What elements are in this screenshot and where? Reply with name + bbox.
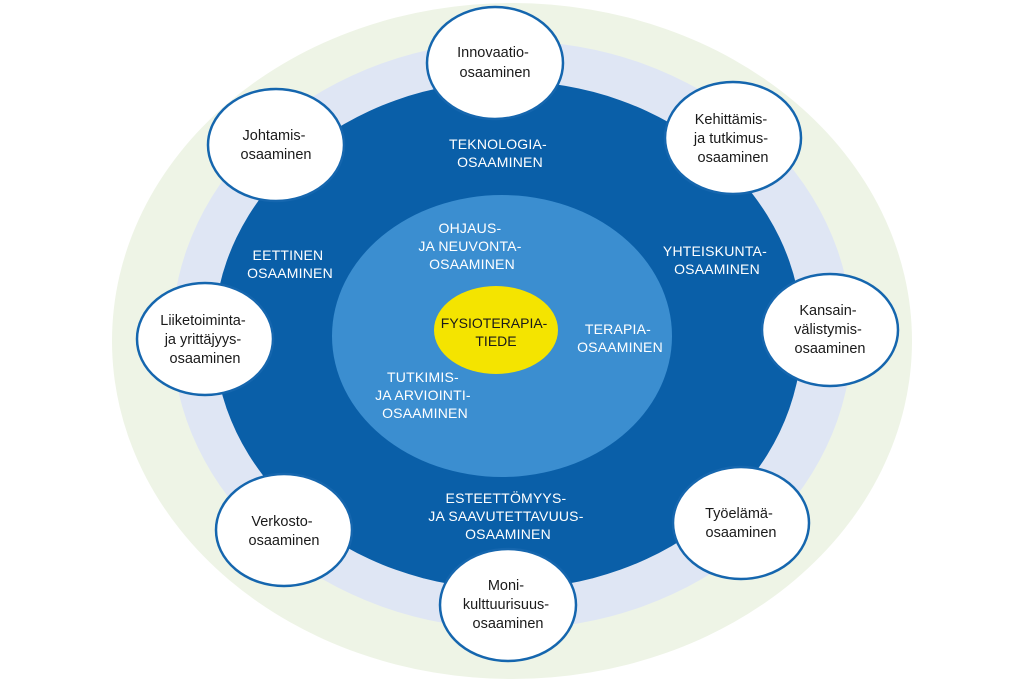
node-label-line: osaaminen xyxy=(460,65,531,81)
core-label-line: TIEDE xyxy=(475,333,516,349)
core-label-line: FYSIOTERAPIA- xyxy=(441,315,548,331)
node-label: Työelämä- osaaminen xyxy=(705,506,777,541)
node-kehittamis: Kehittämis- ja tutkimus- osaaminen xyxy=(663,80,803,196)
ring-label-esteettomyys: ESTEETTÖMYYS- JA SAAVUTETTAVUUS- OSAAMIN… xyxy=(428,489,587,542)
node-label-line: Työelämä- xyxy=(705,506,773,522)
node-label: Kehittämis- ja tutkimus- osaaminen xyxy=(693,112,772,166)
node-label: Innovaatio- osaaminen xyxy=(457,45,533,81)
core-ellipse xyxy=(434,286,558,374)
node-label-line: Kehittämis- xyxy=(695,112,768,128)
node-label-line: Liiketoiminta- xyxy=(160,313,246,329)
node-circle xyxy=(760,272,900,388)
node-label-line: välistymis- xyxy=(794,322,862,338)
inner-label-line: TERAPIA- xyxy=(585,321,651,337)
node-label: Johtamis- osaaminen xyxy=(241,128,312,163)
inner-label-line: OSAAMINEN xyxy=(382,405,468,421)
node-liiketoiminta: Liiketoiminta- ja yrittäjyys- osaaminen xyxy=(135,281,275,397)
node-label: Moni- kulttuurisuus- osaaminen xyxy=(463,578,553,632)
node-label-line: Innovaatio- xyxy=(457,45,529,61)
node-circle xyxy=(425,5,565,121)
node-label-line: Johtamis- xyxy=(243,128,306,144)
core-label: FYSIOTERAPIA- TIEDE xyxy=(441,315,551,349)
ring-label-line: ESTEETTÖMYYS- xyxy=(446,489,567,506)
inner-label-terapia: TERAPIA- OSAAMINEN xyxy=(577,321,663,355)
ring-label-eettinen: EETTINEN OSAAMINEN xyxy=(247,247,333,281)
node-circle xyxy=(438,547,578,663)
node-label-line: ja yrittäjyys- xyxy=(164,332,242,348)
ring-label-line: YHTEISKUNTA- xyxy=(663,243,767,259)
node-label-line: ja tutkimus- xyxy=(693,131,768,147)
node-label-line: Moni- xyxy=(488,578,524,594)
node-label-line: osaaminen xyxy=(698,150,769,166)
ring-label-line: OSAAMINEN xyxy=(457,154,543,170)
inner-label-line: OHJAUS- xyxy=(439,220,502,236)
node-label-line: osaaminen xyxy=(249,533,320,549)
node-label: Liiketoiminta- ja yrittäjyys- osaaminen xyxy=(160,313,249,367)
ring-label-line: OSAAMINEN xyxy=(674,261,760,277)
inner-label-line: JA NEUVONTA- xyxy=(418,238,521,254)
node-label: Verkosto- osaaminen xyxy=(249,514,320,549)
node-label-line: Verkosto- xyxy=(251,514,312,530)
inner-label-line: JA ARVIOINTI- xyxy=(375,387,471,403)
node-circle xyxy=(671,465,811,581)
node-circle xyxy=(135,281,275,397)
ring-label-line: EETTINEN xyxy=(253,247,324,263)
node-label: Kansain- välistymis- osaaminen xyxy=(794,303,866,357)
node-label-line: osaaminen xyxy=(473,616,544,632)
node-johtamis: Johtamis- osaaminen xyxy=(206,87,346,203)
node-monikulttuurisuus: Moni- kulttuurisuus- osaaminen xyxy=(438,547,578,663)
node-verkosto: Verkosto- osaaminen xyxy=(214,472,354,588)
inner-label-line: TUTKIMIS- xyxy=(387,369,459,385)
node-circle xyxy=(214,472,354,588)
node-label-line: osaaminen xyxy=(170,351,241,367)
inner-label-line: OSAAMINEN xyxy=(577,339,663,355)
node-label-line: osaaminen xyxy=(706,525,777,541)
node-label-line: osaaminen xyxy=(795,341,866,357)
inner-label-line: OSAAMINEN xyxy=(429,256,515,272)
ring-label-line: TEKNOLOGIA- xyxy=(449,136,547,152)
node-circle xyxy=(206,87,346,203)
ring-label-line: OSAAMINEN xyxy=(247,265,333,281)
ring-label-teknologia: TEKNOLOGIA- OSAAMINEN xyxy=(449,136,551,170)
node-label-line: kulttuurisuus- xyxy=(463,597,549,613)
ring-label-line: OSAAMINEN xyxy=(465,526,551,542)
node-kansainvalistymis: Kansain- välistymis- osaaminen xyxy=(760,272,900,388)
node-innovaatio: Innovaatio- osaaminen xyxy=(425,5,565,121)
node-label-line: Kansain- xyxy=(799,303,856,319)
ring-label-yhteiskunta: YHTEISKUNTA- OSAAMINEN xyxy=(663,243,771,277)
node-label-line: osaaminen xyxy=(241,147,312,163)
node-circle xyxy=(663,80,803,196)
inner-label-ohjaus: OHJAUS- JA NEUVONTA- OSAAMINEN xyxy=(418,220,525,272)
node-tyoelama: Työelämä- osaaminen xyxy=(671,465,811,581)
ring-label-line: JA SAAVUTETTAVUUS- xyxy=(428,508,583,524)
inner-label-tutkimis: TUTKIMIS- JA ARVIOINTI- OSAAMINEN xyxy=(375,369,475,421)
